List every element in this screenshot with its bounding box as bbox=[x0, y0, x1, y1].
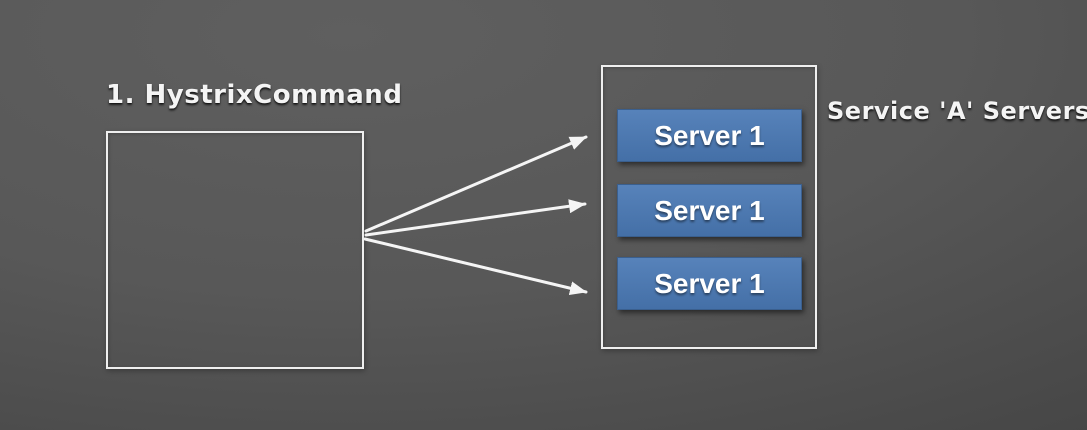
arrow-to-server-1 bbox=[364, 135, 588, 233]
server-box-1: Server 1 bbox=[617, 109, 802, 162]
arrow-to-server-3 bbox=[363, 237, 588, 296]
arrow-to-server-2 bbox=[364, 199, 587, 237]
service-a-container-box: Server 1 Server 1 Server 1 bbox=[601, 65, 817, 349]
hystrix-command-box bbox=[106, 131, 364, 369]
hystrix-command-label: 1. HystrixCommand bbox=[106, 80, 403, 110]
service-a-servers-label: Service 'A' Servers bbox=[827, 97, 1087, 125]
server-box-2: Server 1 bbox=[617, 184, 802, 237]
server-box-3: Server 1 bbox=[617, 257, 802, 310]
